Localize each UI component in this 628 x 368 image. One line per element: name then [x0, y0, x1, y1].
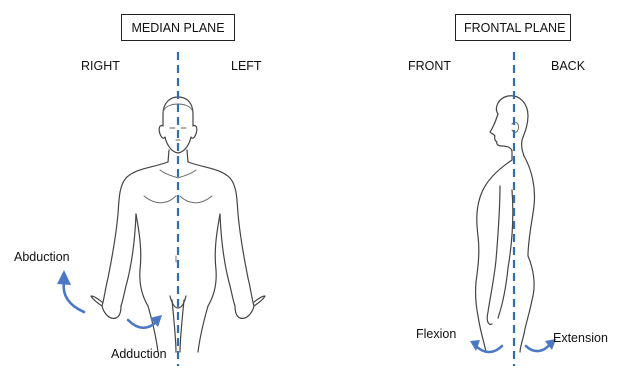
side-figure-front-torso — [476, 160, 512, 316]
right-side-label: RIGHT — [81, 59, 120, 73]
median-plane-title: MEDIAN PLANE — [121, 14, 235, 41]
extension-arrow — [526, 344, 550, 351]
front-figure-hand-left — [235, 296, 265, 318]
abduction-label: Abduction — [14, 250, 70, 264]
frontal-plane-title: FRONTAL PLANE — [455, 14, 571, 41]
adduction-label: Adduction — [111, 347, 167, 361]
side-figure-back — [524, 156, 535, 334]
side-figure-leg-back — [520, 334, 524, 352]
abduction-arrow — [64, 282, 84, 312]
side-figure-face — [490, 114, 512, 160]
front-figure-leg-right — [148, 306, 158, 352]
extension-label: Extension — [553, 331, 608, 345]
flexion-arrow — [476, 346, 502, 352]
front-figure-inner-arm-right — [121, 214, 136, 306]
front-figure-hand-right — [91, 296, 121, 318]
front-side-label: FRONT — [408, 59, 451, 73]
flexion-label: Flexion — [416, 327, 456, 341]
front-figure-waist-left — [208, 214, 220, 306]
front-figure-waist-right — [136, 214, 148, 306]
left-side-label: LEFT — [231, 59, 262, 73]
side-figure — [476, 96, 535, 352]
side-figure-leg-front — [478, 316, 486, 352]
back-side-label: BACK — [551, 59, 585, 73]
front-figure-leg-left — [198, 306, 208, 352]
side-figure-head — [496, 96, 528, 156]
front-figure-inner-arm-left — [220, 214, 235, 306]
side-figure-arm — [487, 186, 513, 324]
abduction-arrowhead-icon — [57, 270, 71, 285]
